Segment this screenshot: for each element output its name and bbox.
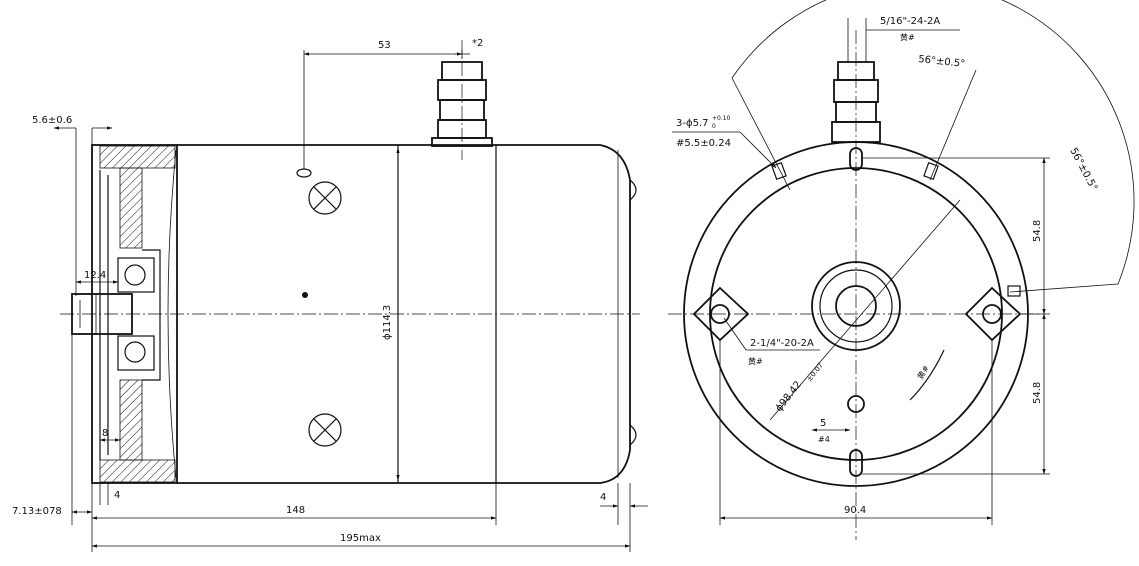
thread-top-note: 黄# [900,32,915,42]
dim-12-4: 12.4 [75,270,119,284]
small-hole-right [923,161,939,181]
endcap-curve [167,149,177,479]
hub-outer [811,261,901,351]
slot-4-label: #4 [818,435,830,444]
end-view: ϕ98.42 ±0.07 56°±0.5° 56°±0.5° 5/16"-24-… [668,0,1135,540]
dim-slot: 5 #4 [811,418,851,444]
dim-148: 148 [91,483,497,552]
dim-90-4: 90.4 [719,340,993,525]
bolt-circle-line [769,199,961,421]
endcap-outline [91,144,178,484]
center-mark-label: 黄# [915,363,931,381]
hole-spec-2: #5.5±0.24 [676,138,731,149]
shaft-body [71,293,133,335]
dim-7-13-label: 7.13±078 [12,506,62,517]
dim-terminal-2: *2 [455,38,483,55]
dim-148-label: 148 [286,505,305,516]
hub-inner [835,285,877,327]
bearing-ball-bottom [124,341,146,363]
dim-4-left: 4 [99,483,120,505]
dim-diameter: ϕ114.3 [382,147,400,481]
endcap-hatch-left-top [119,167,143,249]
slot-top [849,147,863,171]
hole-spec-callout: 3-ϕ5.7 +0.10 0 #5.5±0.24 [672,115,777,169]
hole-tol-bottom: 0 [712,123,716,130]
dim-54-8-top-label: 54.8 [1032,220,1043,242]
dim-53: 53 [303,40,463,170]
bearing-bottom [117,335,155,371]
bolt-circle-tol: ±0.07 [805,361,825,383]
hole-spec-1: 3-ϕ5.7 [676,118,708,129]
small-hole-left [771,161,787,181]
hole-bottom [847,395,865,413]
end-inner-circle [709,167,1003,461]
bearing-ball-top [124,264,146,286]
dim-terminal-2-label: *2 [472,38,483,49]
dim-5-6-label: 5.6±0.6 [32,115,72,126]
dim-diameter-label: ϕ114.3 [382,305,393,340]
slot-bottom [849,449,863,477]
dim-90-4-label: 90.4 [844,505,866,516]
angle-1-label: 56°±0.5° [918,54,966,70]
bearing-top [117,257,155,293]
rotation-arc [909,349,945,401]
front-endcap [91,144,178,484]
thread-top-label: 5/16"-24-2A [880,16,940,27]
endcap-hatch-left-bottom [119,379,143,461]
angle-arc [731,0,1135,285]
stud-note-label: 黄# [748,356,763,366]
screw-bottom [308,413,342,447]
angle-2-label: 56°±0.5° [1067,146,1099,193]
dim-8: 8 [99,428,121,442]
dim-4-right-label: 4 [600,492,606,503]
side-view: 53 *2 5.6±0.6 12.4 ϕ114.3 8 [12,38,648,552]
dim-8-label: 8 [102,428,108,439]
hub-mid [819,269,893,343]
thread-top-callout: 5/16"-24-2A 黄# [847,16,960,62]
endcap-inner-profile [99,170,161,460]
dim-4-left-label: 4 [114,490,120,501]
dim-54-8: 54.8 54.8 [862,157,1050,475]
stud-callout: 2-1/4"-20-2A 黄# [723,317,820,366]
stud-spec-label: 2-1/4"-20-2A [750,338,814,349]
terminal-stud-end [831,61,881,143]
dim-53-label: 53 [378,40,391,51]
hole-tol-top: +0.10 [712,115,731,122]
rear-cap-bump-bottom [629,424,637,446]
small-hole [296,168,312,178]
shaft [71,293,133,335]
bolt-circle-label: ϕ98.42 [774,379,804,414]
dim-7-13: 7.13±078 [12,334,93,525]
dim-195: 195max [91,533,631,548]
screw-top [308,181,342,215]
endcap-hatch-bottom [99,459,176,483]
dim-4-right: 4 [600,483,648,552]
dim-54-8-bottom-label: 54.8 [1032,382,1043,404]
dim-5-6: 5.6±0.6 [32,115,113,296]
body-outline [177,144,631,484]
terminal-stud-side [431,40,493,160]
rear-cap-bump-top [629,179,637,201]
slot-5-label: 5 [820,418,826,429]
endcap-hatch-top [99,145,176,169]
dim-12-4-label: 12.4 [84,270,106,281]
dim-195-label: 195max [340,533,381,544]
center-dot [302,292,308,298]
